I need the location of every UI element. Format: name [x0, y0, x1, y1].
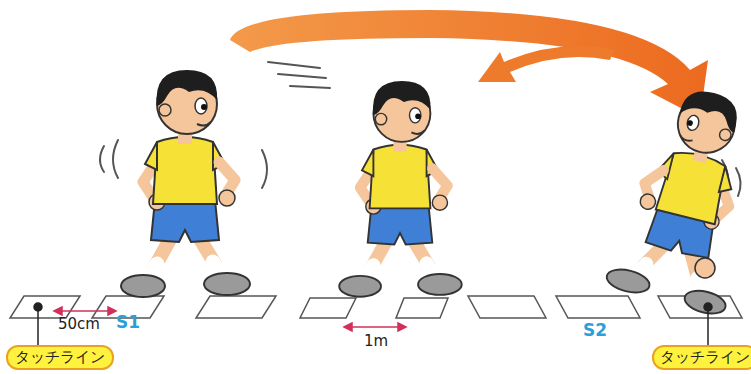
motion-mark — [100, 146, 104, 172]
dimension-label: 50cm — [58, 317, 100, 332]
position-label: S1 — [116, 314, 140, 331]
return-arrow — [478, 46, 614, 82]
boy-figure — [604, 78, 751, 317]
leader-line — [707, 307, 709, 346]
ground-line — [196, 296, 276, 318]
motion-mark — [736, 168, 741, 196]
leader-dot — [704, 303, 712, 311]
motion-mark — [113, 140, 118, 178]
speed-line — [290, 86, 330, 88]
arrow-head — [108, 307, 116, 315]
boy-figure — [121, 70, 250, 297]
movement-arrow — [230, 10, 708, 118]
dimension-label: 1m — [364, 334, 388, 349]
ground-line — [300, 298, 356, 318]
tag-text: タッチライン — [660, 350, 750, 365]
motion-mark — [262, 150, 267, 188]
touch-line-tag: タッチライン — [6, 345, 114, 370]
dimension-arrows — [54, 307, 406, 331]
ground-line — [396, 298, 448, 318]
position-label: S2 — [583, 322, 607, 339]
ground-line — [468, 296, 546, 318]
dimension-line — [346, 326, 404, 328]
speed-line — [278, 74, 326, 78]
reaching-hand — [695, 258, 715, 278]
leader-dot — [34, 303, 42, 311]
touch-line-tag: タッチライン — [652, 345, 751, 370]
arrow-head — [54, 307, 62, 315]
arrow-head — [344, 323, 352, 331]
ground-line — [556, 296, 640, 318]
speed-line — [268, 62, 320, 68]
leader-line — [37, 307, 39, 346]
boy-figure — [339, 81, 462, 297]
ground-line — [10, 296, 80, 318]
tag-text: タッチライン — [15, 350, 105, 365]
arrow-head — [398, 323, 406, 331]
dimension-line — [56, 310, 114, 312]
